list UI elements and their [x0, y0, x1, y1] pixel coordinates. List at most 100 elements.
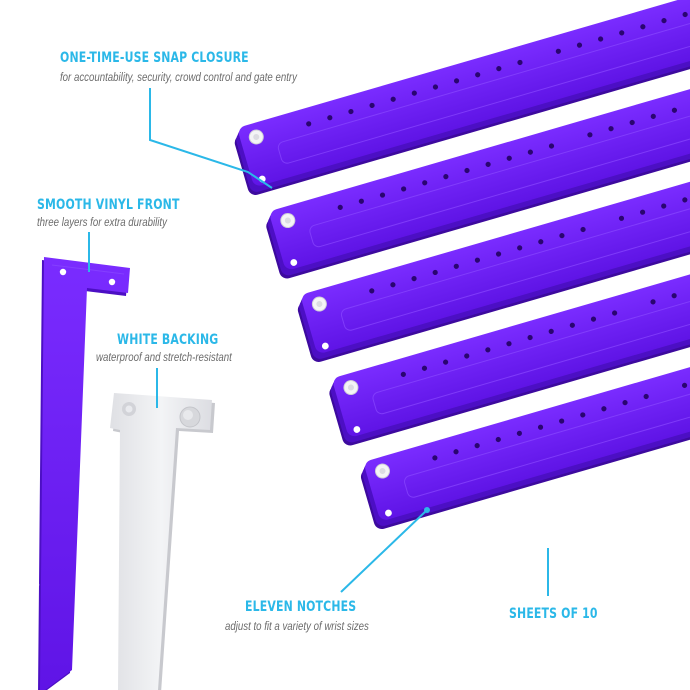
- band-hole: [108, 278, 116, 286]
- wristband-strip: [329, 224, 690, 446]
- wristband-strip: [266, 57, 690, 279]
- notch-hole: [390, 96, 396, 102]
- notch-hole: [485, 161, 491, 167]
- snap-closure-leader: [149, 88, 273, 189]
- notch-hole: [601, 406, 607, 412]
- notch-hole: [475, 72, 481, 78]
- notch-hole: [548, 328, 554, 335]
- notches-title: ELEVEN NOTCHES: [245, 599, 357, 615]
- notch-marker: [424, 507, 430, 513]
- notch-hole: [527, 149, 533, 155]
- notch-hole: [411, 275, 417, 282]
- band-hole: [26, 633, 34, 641]
- notch-hole: [681, 382, 688, 388]
- notch-hole: [527, 334, 533, 341]
- notch-hole: [650, 113, 656, 119]
- notch-hole: [443, 174, 449, 180]
- notch-hole: [422, 180, 428, 186]
- notch-hole: [682, 11, 688, 18]
- notch-hole: [432, 455, 438, 461]
- notch-hole: [390, 282, 396, 288]
- wristband-strip: [234, 0, 690, 195]
- notch-hole: [618, 215, 625, 221]
- notch-hole: [474, 257, 481, 263]
- notch-hole: [640, 24, 646, 30]
- notch-hole: [517, 59, 523, 66]
- band-hole: [32, 581, 40, 589]
- white-backing-title: WHITE BACKING: [117, 332, 219, 348]
- notch-hole: [506, 341, 512, 347]
- notch-hole: [643, 393, 649, 400]
- band-hole: [385, 509, 392, 517]
- notch-hole: [569, 322, 575, 328]
- notch-hole: [619, 30, 625, 36]
- notch-hole: [671, 293, 677, 299]
- snap-closure-title: ONE-TIME-USE SNAP CLOSURE: [60, 50, 249, 66]
- white-backing-subtitle: waterproof and stretch-resistant: [96, 352, 232, 364]
- notch-hole: [622, 400, 628, 406]
- notch-hole: [453, 263, 459, 269]
- band-hole: [59, 268, 67, 276]
- notch-hole: [661, 203, 667, 209]
- band-hole: [353, 426, 361, 433]
- notch-hole: [517, 245, 523, 251]
- snap-closure-subtitle: for accountability, security, crowd cont…: [60, 72, 297, 84]
- vinyl-front-subtitle: three layers for extra durability: [37, 217, 167, 229]
- notch-hole: [559, 418, 565, 424]
- notch-hole: [537, 424, 544, 430]
- notches-leader: [340, 509, 428, 593]
- notch-hole: [411, 90, 417, 96]
- notch-hole: [432, 269, 438, 276]
- notch-hole: [590, 316, 597, 322]
- notch-hole: [608, 126, 614, 132]
- notch-hole: [548, 143, 555, 149]
- band-hole: [290, 259, 298, 266]
- notch-hole: [453, 449, 459, 455]
- notch-hole: [580, 226, 586, 233]
- notch-hole: [358, 198, 364, 204]
- band-hole: [23, 659, 31, 667]
- notch-hole: [453, 78, 460, 84]
- purple-wristband: [23, 257, 130, 690]
- notch-hole: [629, 119, 635, 126]
- notch-hole: [432, 84, 439, 90]
- notch-hole: [401, 186, 407, 192]
- notch-hole: [671, 107, 678, 113]
- wristband-sheets: [234, 0, 690, 530]
- notch-hole: [495, 251, 502, 257]
- notch-hole: [421, 365, 428, 371]
- notch-hole: [337, 204, 343, 210]
- notch-hole: [442, 359, 449, 365]
- notch-hole: [682, 197, 688, 203]
- sheets-title: SHEETS OF 10: [509, 606, 598, 622]
- notch-hole: [661, 18, 667, 24]
- notch-hole: [496, 65, 502, 72]
- notch-hole: [598, 36, 604, 42]
- notch-hole: [327, 115, 333, 121]
- callout-lines: [88, 88, 549, 596]
- notch-hole: [464, 167, 470, 174]
- white-backing-band: [110, 393, 215, 690]
- notch-hole: [306, 121, 312, 127]
- notch-hole: [650, 299, 656, 305]
- notch-hole: [485, 347, 491, 353]
- notch-hole: [369, 288, 375, 294]
- notch-hole: [474, 443, 480, 449]
- notch-hole: [580, 412, 586, 418]
- vinyl-front-title: SMOOTH VINYL FRONT: [37, 197, 180, 213]
- notch-hole: [559, 233, 565, 239]
- notch-hole: [639, 209, 646, 215]
- notch-hole: [587, 132, 593, 138]
- wristband-strip: [360, 307, 690, 530]
- notch-hole: [576, 42, 583, 48]
- notch-hole: [379, 192, 386, 198]
- notch-hole: [369, 102, 375, 109]
- notch-hole: [612, 310, 618, 316]
- notch-hole: [464, 353, 470, 359]
- notch-hole: [506, 155, 512, 161]
- notches-subtitle: adjust to fit a variety of wrist sizes: [225, 621, 369, 633]
- wristband-strip: [297, 140, 690, 362]
- notch-hole: [516, 430, 522, 436]
- notch-hole: [348, 108, 354, 115]
